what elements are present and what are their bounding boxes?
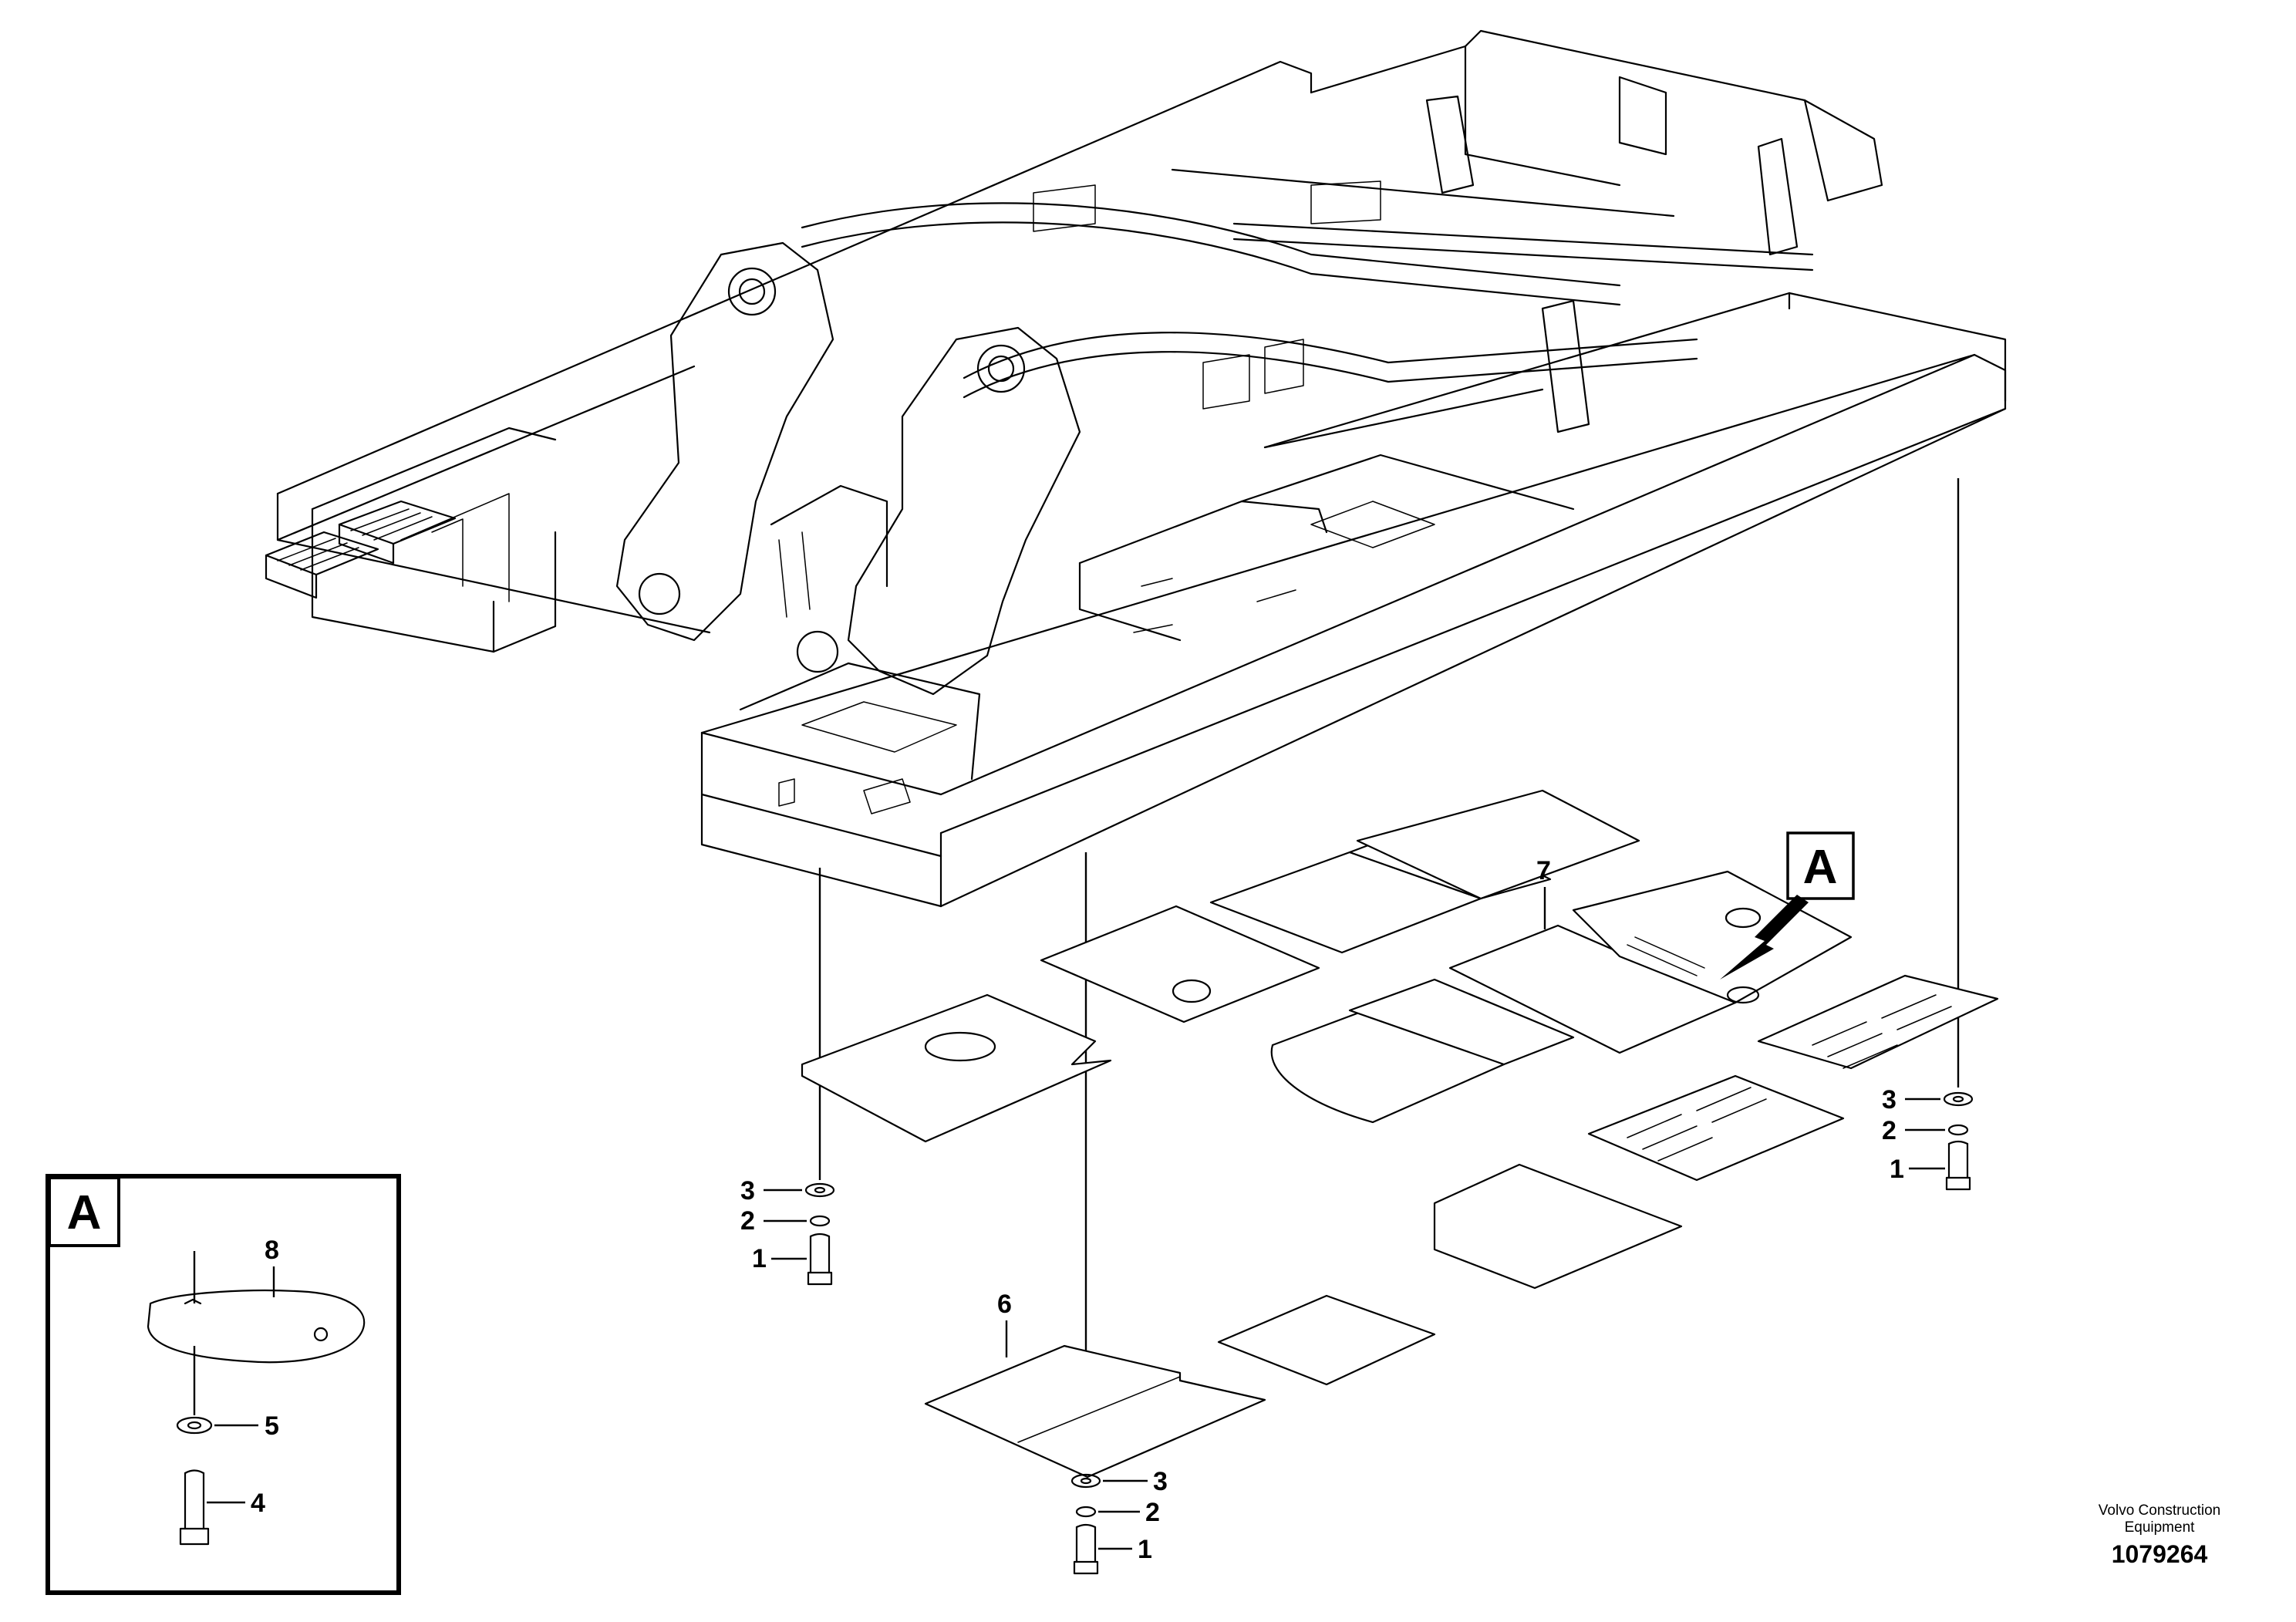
callout-1-left: 1 [752,1244,767,1273]
brand-line-1: Volvo Construction [2098,1502,2221,1519]
detail-a-marker-label: A [1803,841,1838,894]
brand-label: Volvo Construction Equipment [2075,1502,2244,1536]
detail-a-marker: A [1720,831,1855,980]
fastener-stack-bottom: 3 2 1 [1070,1467,1168,1575]
callout-7: 7 [1536,856,1551,885]
callout-8: 8 [265,1236,279,1265]
callout-1-right: 1 [1890,1155,1904,1184]
callout-5: 5 [265,1411,279,1441]
callout-2-right: 2 [1882,1116,1896,1145]
upper-frame [265,29,2007,908]
callout-2-bottom: 2 [1145,1498,1160,1527]
callout-2-left: 2 [740,1206,755,1236]
detail-a-box-label: A [67,1186,102,1239]
document-number: 1079264 [2111,1540,2208,1568]
callout-1-bottom: 1 [1138,1535,1152,1564]
cover-plates [801,789,1999,1479]
callout-3-bottom: 3 [1153,1467,1168,1496]
detail-a-inset: A 8 5 4 [46,1174,401,1595]
callout-3-right: 3 [1882,1085,1896,1114]
brand-line-2: Equipment [2124,1519,2195,1536]
fastener-stack-left: 3 2 1 [740,1176,835,1286]
callout-3-left: 3 [740,1176,755,1206]
callout-6: 6 [997,1290,1012,1319]
callout-4: 4 [251,1489,265,1518]
fastener-stack-right: 3 2 1 [1882,1085,1974,1191]
